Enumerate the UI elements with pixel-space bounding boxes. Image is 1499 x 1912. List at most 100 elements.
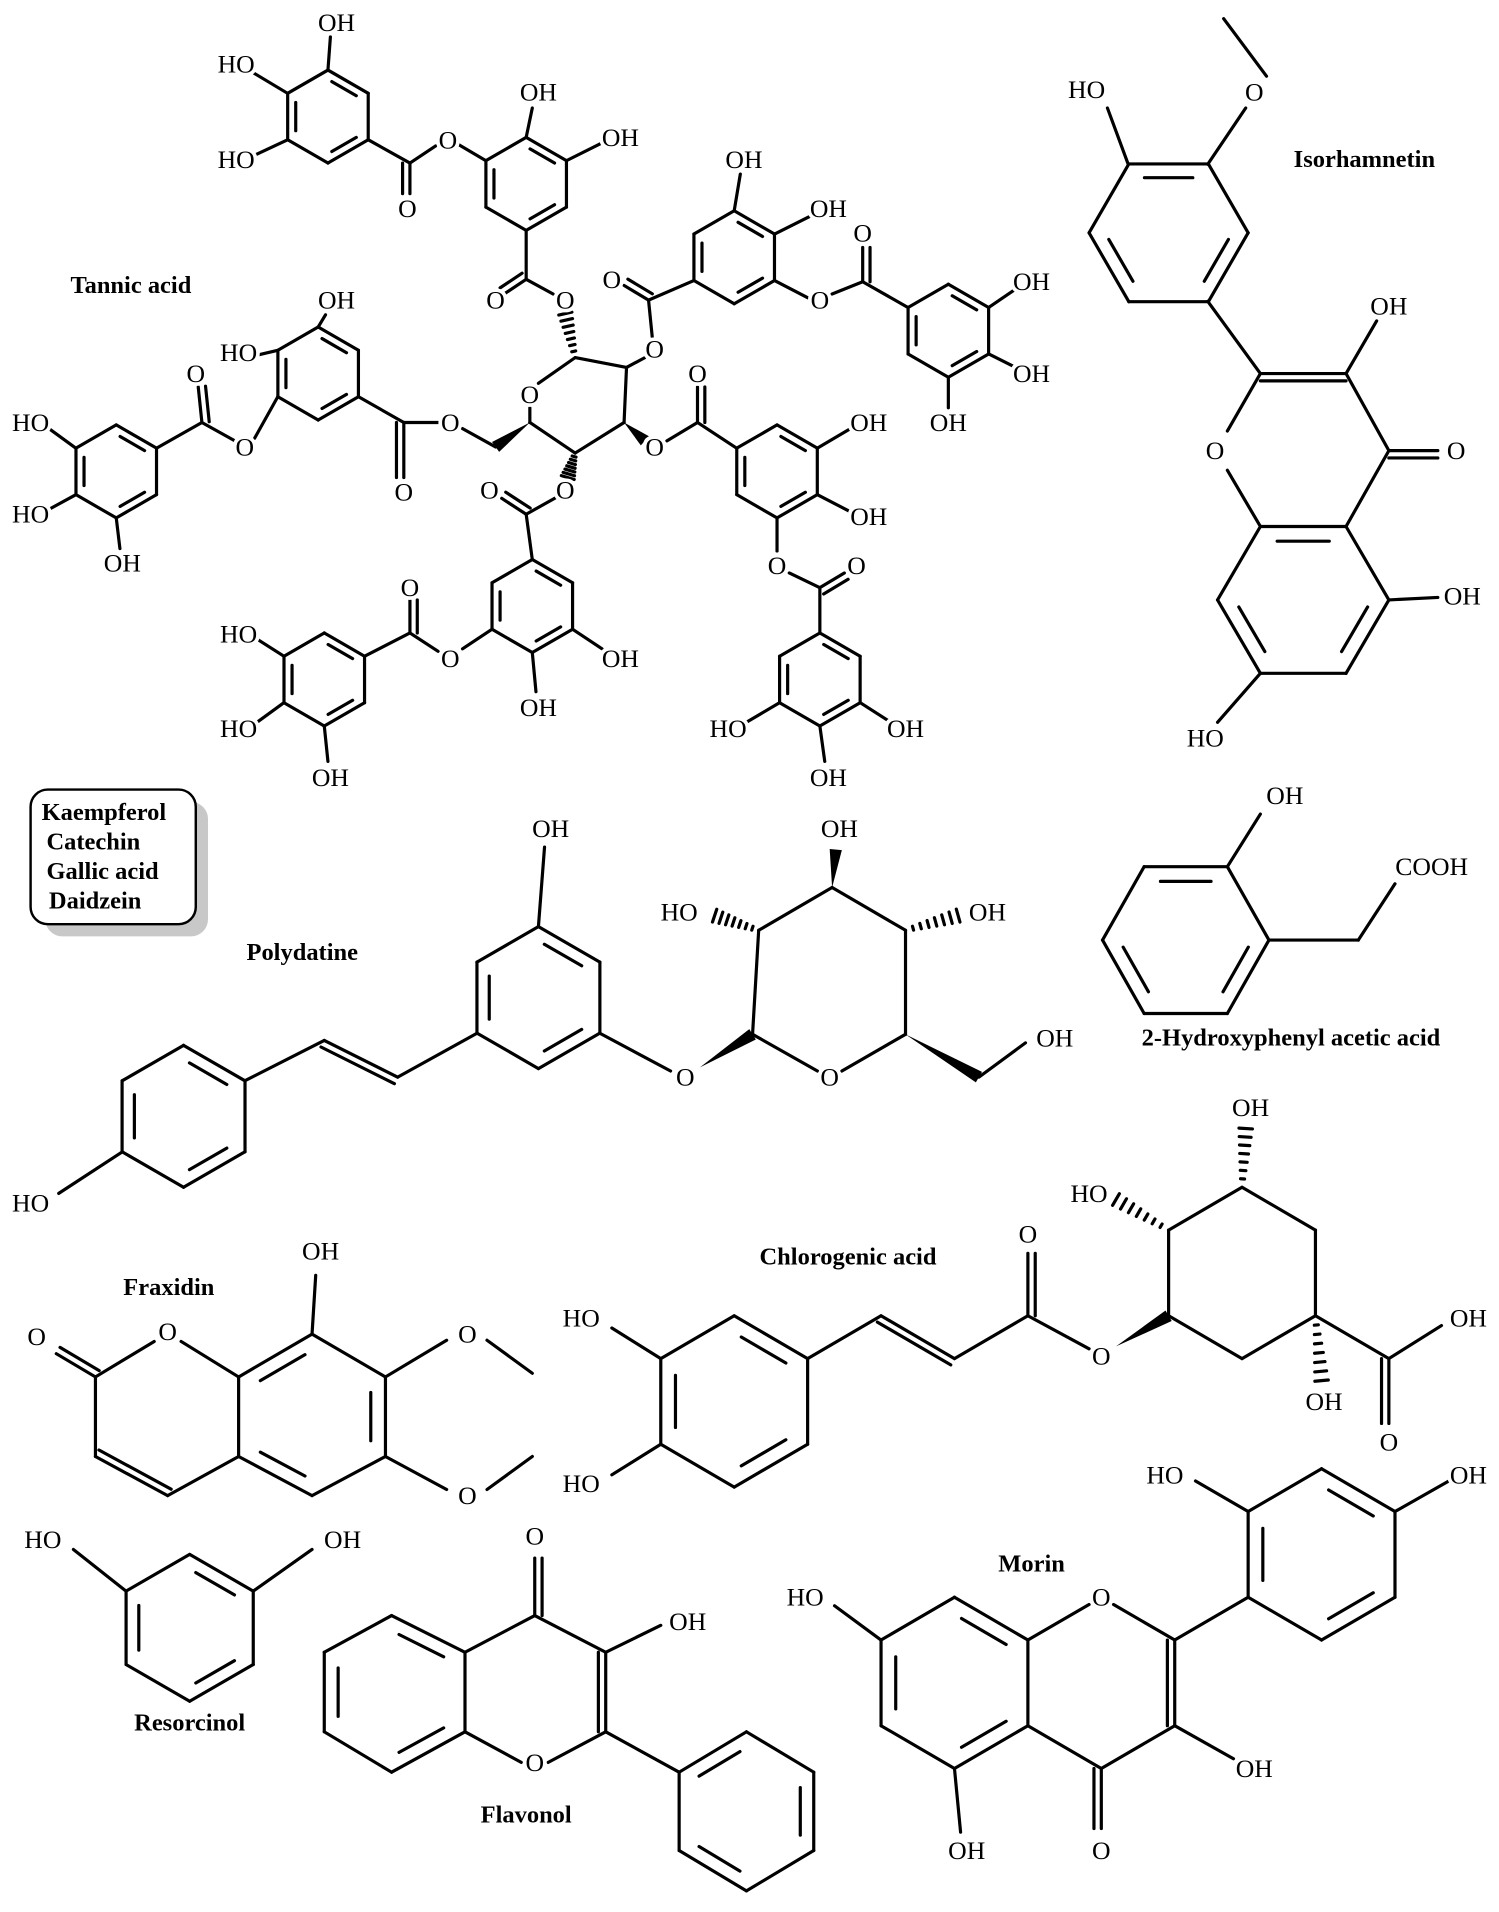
atom-label-oh: OH bbox=[669, 1607, 706, 1636]
compound-name-flavonol: Flavonol bbox=[481, 1802, 572, 1829]
ring-bond bbox=[952, 1595, 1030, 1642]
aromatic-inner-bond bbox=[822, 642, 850, 661]
aromatic-inner-bond bbox=[822, 698, 850, 717]
hashed-bond bbox=[565, 336, 577, 342]
hashed-bond bbox=[570, 349, 578, 354]
single-bond bbox=[255, 637, 286, 658]
single-bond bbox=[646, 298, 654, 339]
atom-label-ho: HO bbox=[710, 714, 747, 743]
double-bond bbox=[500, 496, 528, 516]
double-bond bbox=[879, 1314, 957, 1361]
aromatic-inner-bond bbox=[959, 1616, 1008, 1647]
legend-item: Gallic acid bbox=[46, 858, 159, 885]
aromatic-inner-bond bbox=[959, 1719, 1008, 1749]
ring-bond bbox=[536, 925, 602, 964]
single-bond bbox=[71, 1547, 128, 1593]
single-bond bbox=[383, 1338, 449, 1379]
ring-bond bbox=[475, 1031, 541, 1071]
ring-bond bbox=[692, 278, 736, 306]
wedge-bond bbox=[699, 1029, 756, 1068]
aromatic-inner-bond bbox=[194, 1570, 237, 1597]
aromatic-inner-bond bbox=[320, 392, 349, 411]
ring-bond bbox=[879, 1724, 957, 1771]
double-bond bbox=[93, 1454, 170, 1498]
atom-label-oh: OH bbox=[318, 286, 355, 315]
single-bond bbox=[383, 1454, 449, 1492]
wedge-bond bbox=[1115, 1310, 1172, 1347]
single-bond bbox=[1173, 1724, 1236, 1761]
ring-bond bbox=[1206, 162, 1250, 235]
single-bond bbox=[249, 138, 290, 159]
ring-bond bbox=[124, 1552, 192, 1593]
aromatic-inner-bond bbox=[1327, 1488, 1375, 1518]
double-bond bbox=[196, 385, 204, 425]
single-bond bbox=[1206, 299, 1262, 376]
hashed-bond bbox=[947, 910, 954, 926]
hashed-bond bbox=[568, 457, 578, 463]
single-bond bbox=[114, 516, 122, 551]
aromatic-inner-bond bbox=[697, 1844, 742, 1873]
single-bond bbox=[533, 1613, 608, 1654]
single-bond bbox=[624, 356, 647, 370]
atom-label-oh: OH bbox=[104, 549, 141, 578]
aromatic-inner-bond bbox=[118, 490, 147, 508]
atom-label-oh: OH bbox=[1266, 781, 1303, 810]
hashed-bond bbox=[1313, 1350, 1325, 1355]
ring-bond bbox=[677, 1848, 749, 1893]
atom-label-ho: HO bbox=[563, 1304, 600, 1333]
aromatic-inner-bond bbox=[950, 349, 979, 368]
ring-bond bbox=[490, 627, 534, 655]
hashed-bond bbox=[1126, 1202, 1136, 1215]
single-bond bbox=[757, 885, 834, 932]
aromatic-inner-bond bbox=[736, 276, 765, 294]
single-bond bbox=[573, 420, 626, 455]
hashed-bond bbox=[925, 918, 931, 930]
ring-bond bbox=[322, 1730, 394, 1774]
atom-label-oh: OH bbox=[1370, 292, 1407, 321]
ring-bond bbox=[316, 395, 361, 422]
single-bond bbox=[1225, 812, 1262, 869]
atom-label-oh: OH bbox=[520, 693, 557, 722]
double-bond bbox=[97, 1448, 173, 1491]
hashed-bond bbox=[565, 464, 577, 470]
atom-label-o: O bbox=[441, 408, 460, 437]
single-bond bbox=[249, 69, 290, 95]
atom-label-o: O bbox=[1092, 1836, 1111, 1865]
hashed-bond bbox=[1237, 1126, 1255, 1131]
compound-name-morin: Morin bbox=[998, 1551, 1065, 1578]
ring-bond bbox=[530, 627, 575, 655]
single-bond bbox=[732, 172, 742, 213]
hashed-bond bbox=[563, 467, 577, 474]
ring-bond bbox=[530, 557, 575, 585]
single-bond bbox=[251, 1547, 314, 1593]
atom-label-oh: OH bbox=[1450, 1460, 1487, 1489]
aromatic-inner-bond bbox=[1107, 237, 1135, 283]
atom-label-ho: HO bbox=[220, 338, 257, 367]
ring-bond bbox=[114, 423, 159, 450]
hashed-bond bbox=[710, 907, 719, 924]
ring-bond bbox=[389, 1730, 467, 1774]
aromatic-inner-bond bbox=[528, 147, 557, 165]
hashed-bond bbox=[1150, 1217, 1157, 1226]
single-bond bbox=[356, 395, 406, 425]
ring-bond bbox=[1100, 865, 1146, 942]
ring-bond bbox=[1215, 524, 1262, 602]
single-bond bbox=[1387, 1323, 1444, 1361]
single-bond bbox=[1393, 1479, 1451, 1514]
hashed-bond bbox=[561, 470, 577, 478]
hashed-bond bbox=[563, 329, 576, 335]
ring-bond bbox=[732, 1442, 810, 1489]
hashed-bond bbox=[559, 474, 576, 482]
wedge-bond bbox=[905, 1034, 983, 1083]
single-bond bbox=[840, 1032, 908, 1073]
ring-bond bbox=[237, 1332, 314, 1379]
atom-label-o: O bbox=[235, 432, 254, 461]
single-bond bbox=[179, 1339, 241, 1379]
ring-bond bbox=[322, 701, 367, 728]
hashed-bond bbox=[561, 323, 575, 329]
atom-label-ho: HO bbox=[12, 408, 49, 437]
ring-bond bbox=[188, 1662, 255, 1703]
atom-label-o: O bbox=[603, 265, 622, 294]
